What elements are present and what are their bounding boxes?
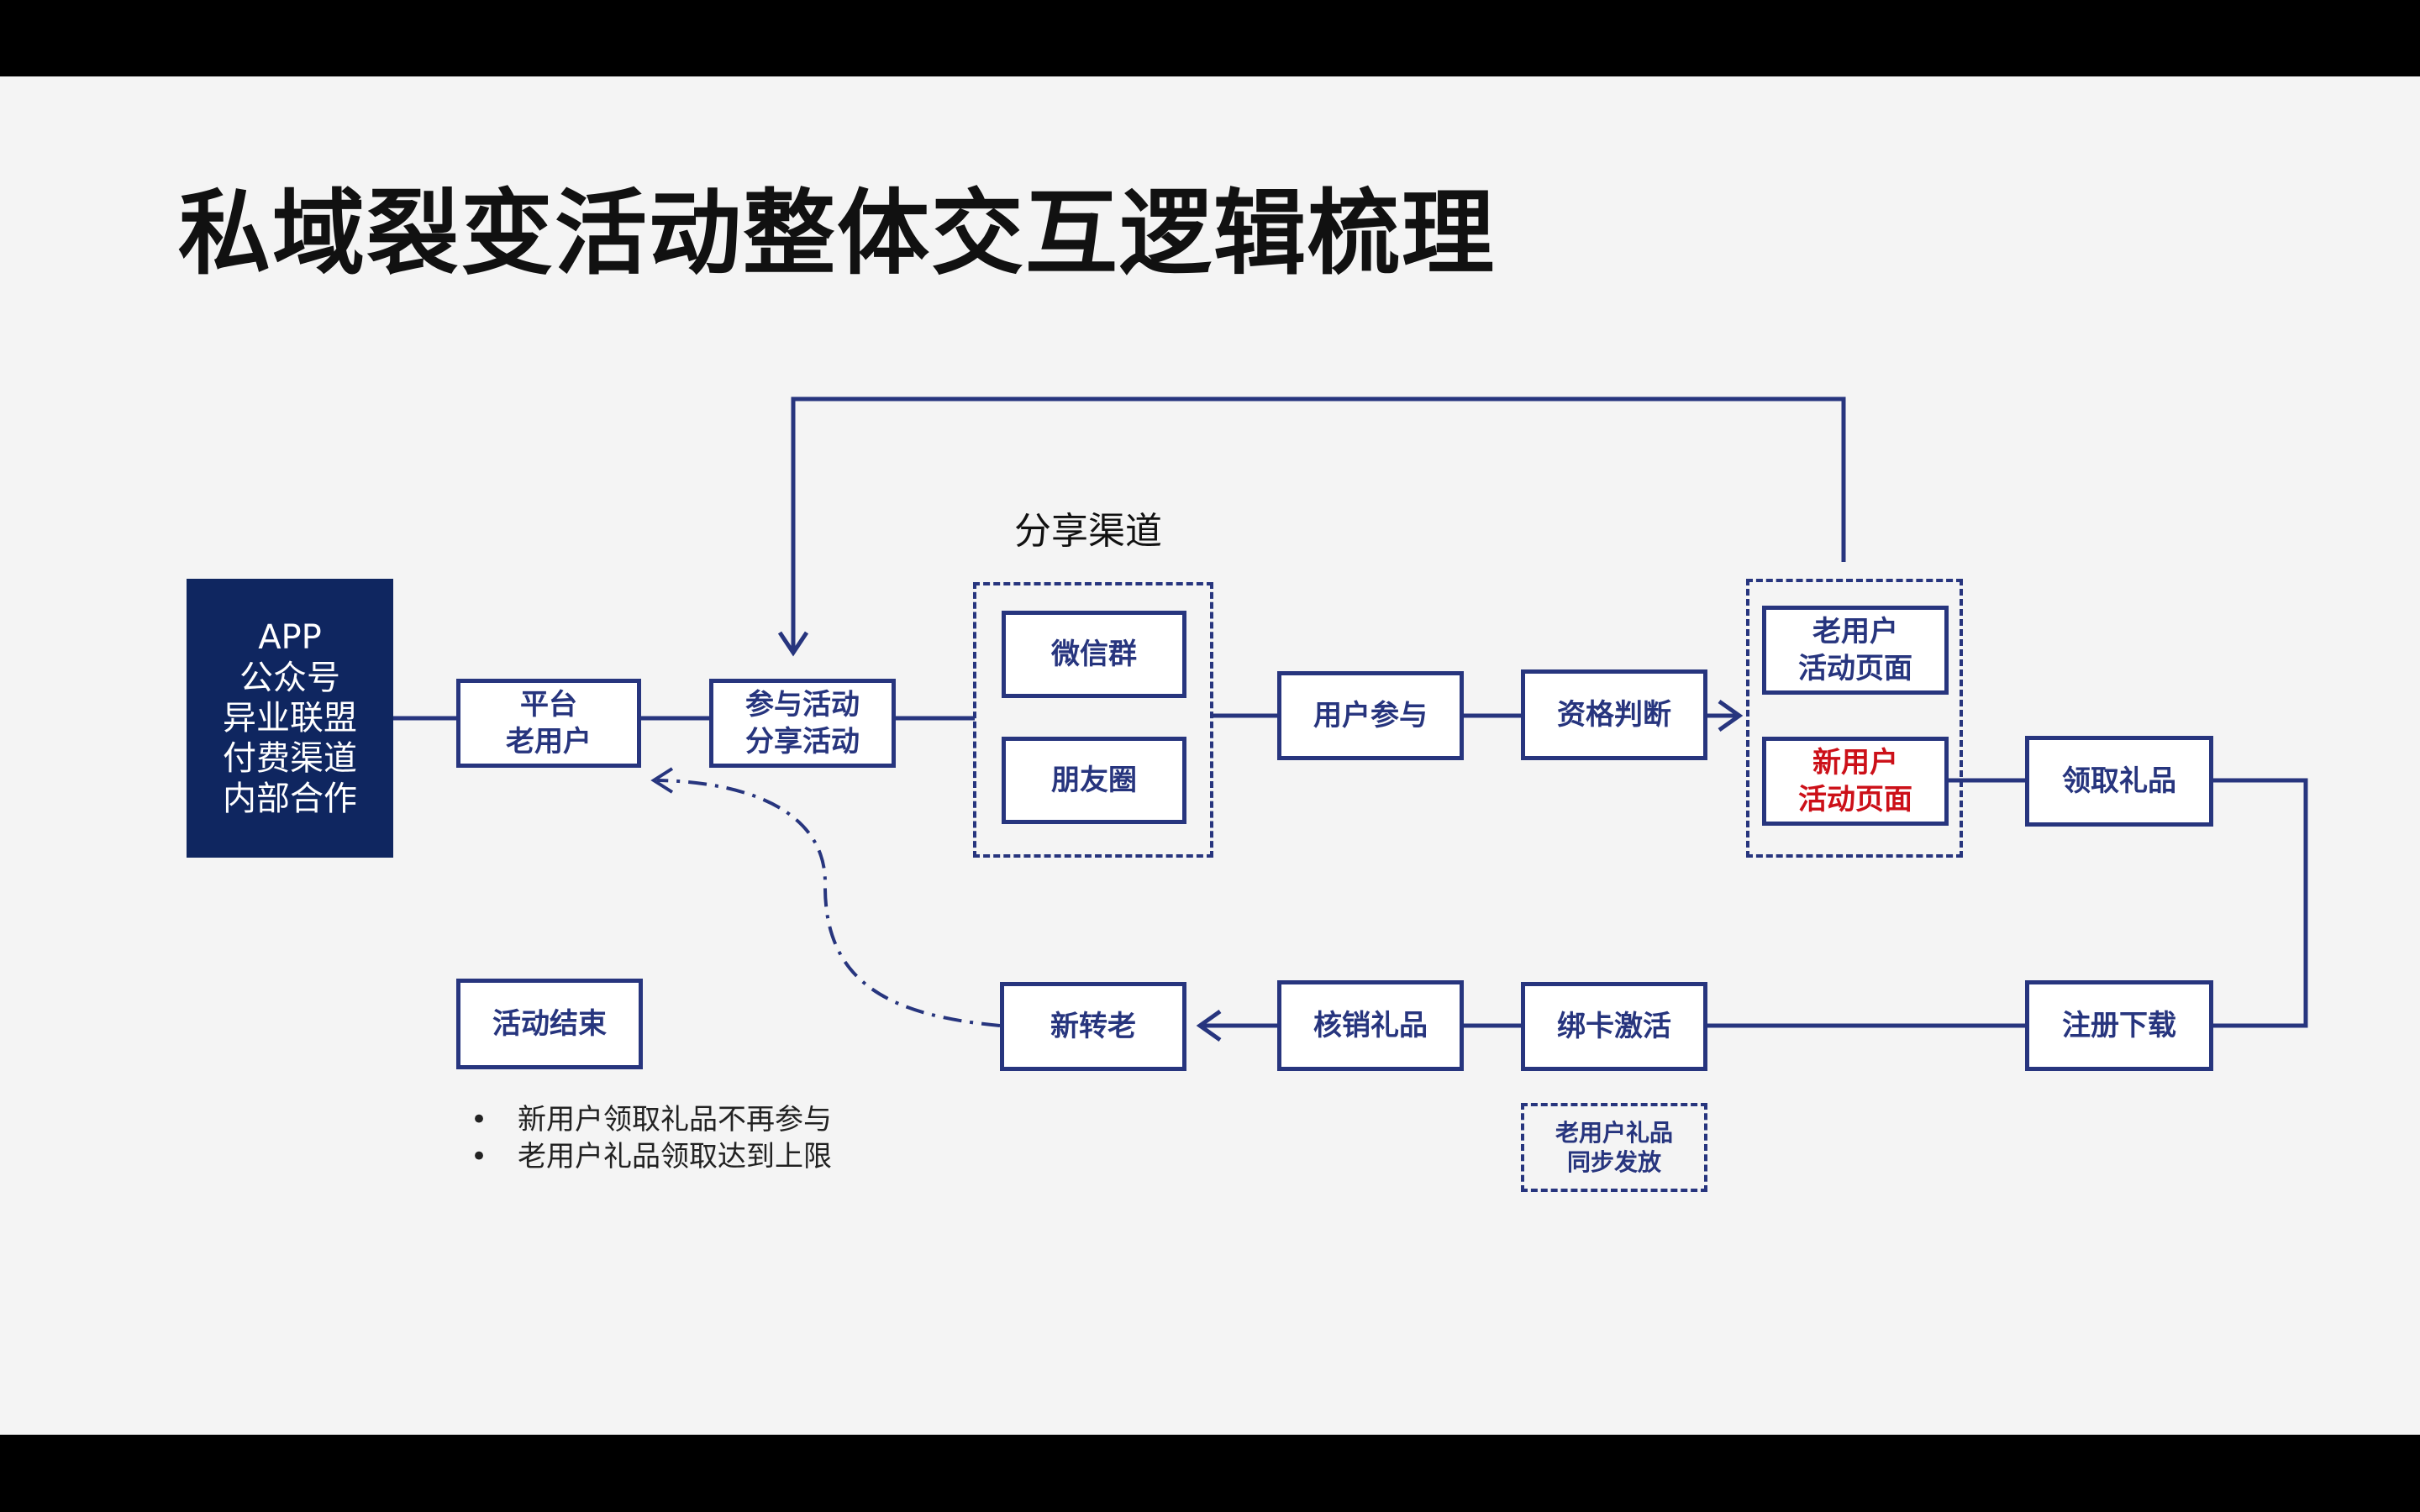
join-share-line2: 分享活动 [745,725,860,759]
old-user-gift-note: 老用户礼品 同步发放 [1521,1103,1707,1192]
claim-gift-label: 领取礼品 [2062,764,2176,798]
old-user-gift-line1: 老用户礼品 [1555,1119,1673,1147]
user-join-label: 用户参与 [1313,698,1428,732]
arrowhead-to-pages [1718,699,1744,732]
slide: 私域裂变活动整体交互逻辑梳理 [0,76,2420,1435]
moments-label: 朋友圈 [1051,763,1137,797]
bind-card-node[interactable]: 绑卡激活 [1521,982,1707,1071]
join-share-node[interactable]: 参与活动 分享活动 [709,679,896,768]
register-download-node[interactable]: 注册下载 [2025,980,2213,1071]
bullet-icon: • [471,1140,488,1173]
flow-connectors [393,396,2308,1042]
user-join-node[interactable]: 用户参与 [1277,671,1464,760]
platform-old-user-node[interactable]: 平台 老用户 [456,679,641,768]
new-user-page-line1: 新用户 [1812,745,1898,780]
qualification-label: 资格判断 [1557,697,1671,732]
end-condition-text: 新用户领取礼品不再参与 [518,1103,832,1137]
new-to-old-node[interactable]: 新转老 [1000,982,1186,1071]
share-channel-group [973,582,1213,858]
connector-claim-register [2212,778,2308,1028]
platform-old-user-line2: 老用户 [506,725,592,759]
old-user-page-node[interactable]: 老用户 活动页面 [1762,606,1949,695]
register-download-label: 注册下载 [2062,1008,2176,1042]
end-condition-text: 老用户礼品领取达到上限 [518,1140,832,1173]
new-user-page-node[interactable]: 新用户 活动页面 [1762,737,1949,826]
end-condition-item: • 老用户礼品领取达到上限 [471,1138,832,1175]
wechat-group-node[interactable]: 微信群 [1002,611,1186,698]
source-paid-channel: 付费渠道 [223,739,357,778]
bullet-icon: • [471,1103,488,1137]
platform-old-user-line1: 平台 [520,687,577,722]
new-to-old-label: 新转老 [1050,1009,1136,1043]
connector-newtoold-platform [656,779,1001,1027]
connector-loop-back [791,396,1846,651]
arrowhead-to-platform [650,767,674,794]
arrowhead-loop-back [777,631,809,657]
old-user-gift-line2: 同步发放 [1566,1148,1661,1176]
share-channel-label: 分享渠道 [1014,510,1162,553]
arrowhead-to-newtoold [1196,1009,1222,1042]
redeem-gift-label: 核销礼品 [1313,1008,1428,1042]
source-internal: 内部合作 [223,780,357,818]
qualification-node[interactable]: 资格判断 [1521,669,1707,760]
join-share-line1: 参与活动 [745,687,860,722]
wechat-group-label: 微信群 [1051,637,1137,671]
source-official-account: 公众号 [239,659,340,697]
new-user-page-line2: 活动页面 [1798,783,1912,816]
activity-end-label: 活动结束 [492,1006,607,1041]
activity-end-node[interactable]: 活动结束 [456,979,643,1069]
claim-gift-node[interactable]: 领取礼品 [2025,736,2213,827]
bind-card-label: 绑卡激活 [1557,1009,1671,1043]
old-user-page-line2: 活动页面 [1798,652,1912,685]
redeem-gift-node[interactable]: 核销礼品 [1277,980,1464,1071]
source-app: APP [258,618,322,657]
traffic-source-box[interactable]: APP 公众号 异业联盟 付费渠道 内部合作 [187,579,393,858]
end-conditions-list: • 新用户领取礼品不再参与 • 老用户礼品领取达到上限 [471,1101,832,1175]
old-user-page-line1: 老用户 [1812,614,1898,648]
activity-page-group [1746,579,1963,858]
end-condition-item: • 新用户领取礼品不再参与 [471,1101,832,1138]
slide-title: 私域裂变活动整体交互逻辑梳理 [178,180,1496,287]
moments-node[interactable]: 朋友圈 [1002,737,1186,824]
source-alliance: 异业联盟 [223,699,357,738]
